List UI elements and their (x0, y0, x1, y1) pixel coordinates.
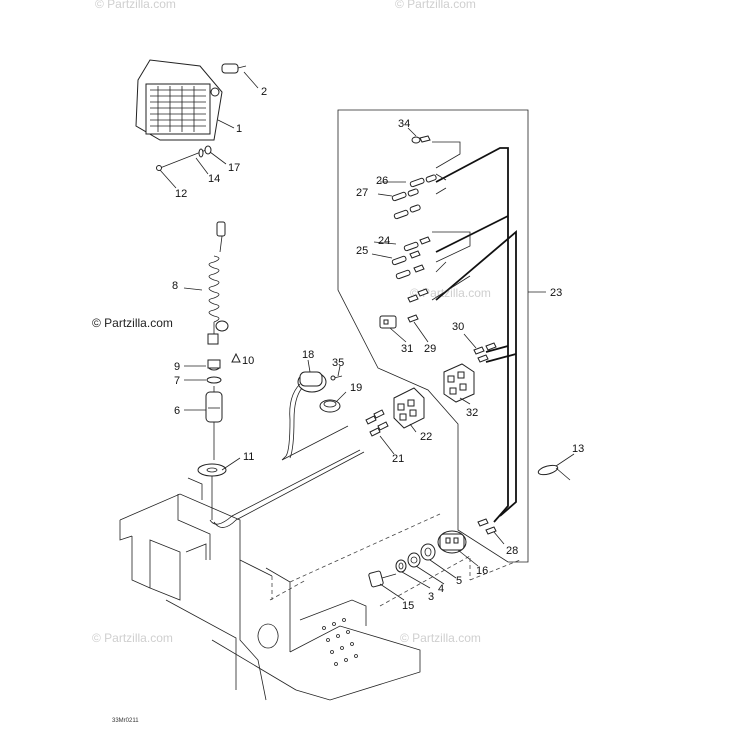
switch-washer (206, 376, 222, 384)
callout-8: 8 (172, 280, 178, 292)
handlebar-switch (281, 371, 349, 461)
switch-nut (207, 359, 221, 371)
coiled-cable (207, 221, 229, 345)
ring-terminal (411, 135, 431, 144)
callout-15: 15 (402, 600, 414, 612)
callout-18: 18 (302, 349, 314, 361)
callout-30: 30 (452, 321, 464, 333)
callout-27: 27 (356, 187, 368, 199)
switch-boot (231, 352, 241, 363)
callout-24: 24 (378, 235, 390, 247)
headlamp (135, 59, 223, 141)
headlamp-bulb (221, 63, 247, 74)
ignition-bezel (420, 543, 436, 561)
watermark-mid: © Partzilla.com (410, 286, 491, 300)
callout-4: 4 (438, 583, 444, 595)
cable-tie (537, 464, 571, 481)
watermark-top: © Partzilla.com (395, 0, 476, 11)
callout-28: 28 (506, 545, 518, 557)
callout-labels: 1 2 3 4 5 6 7 8 9 10 11 12 13 14 15 16 1… (172, 86, 584, 612)
terminals-30 (473, 342, 497, 363)
callout-2: 2 (261, 86, 267, 98)
vehicle-frame (119, 477, 521, 701)
callout-34: 34 (398, 118, 410, 130)
switch-screw (330, 375, 343, 381)
connector-housing-32 (443, 363, 475, 403)
callout-14: 14 (208, 173, 220, 185)
callout-31: 31 (401, 343, 413, 355)
callout-17: 17 (228, 162, 240, 174)
terminal-29 (407, 314, 419, 323)
callout-5: 5 (456, 575, 462, 587)
wire-route (209, 449, 365, 528)
switch-cap (319, 399, 341, 413)
grommet (197, 463, 227, 520)
harness-branch-lines (431, 141, 471, 301)
callout-32: 32 (466, 407, 478, 419)
callout-3: 3 (428, 591, 434, 603)
callout-22: 22 (420, 431, 432, 443)
callout-6: 6 (174, 405, 180, 417)
harness-box (337, 109, 529, 563)
ignition-key (368, 570, 397, 588)
switch-body (205, 386, 223, 460)
harness-wires (435, 147, 517, 523)
callout-16: 16 (476, 565, 488, 577)
callout-25: 25 (356, 245, 368, 257)
ignition-switch (437, 530, 467, 554)
ignition-washer (407, 552, 421, 568)
headlamp-screw (156, 145, 212, 171)
callout-35: 35 (332, 357, 344, 369)
bullet-connectors-lower (391, 236, 431, 280)
callout-19: 19 (350, 382, 362, 394)
callout-29: 29 (424, 343, 436, 355)
leader-lines (159, 71, 575, 601)
terminals-21 (365, 409, 389, 437)
ignition-nut (395, 559, 407, 573)
callout-7: 7 (174, 375, 180, 387)
callout-13: 13 (572, 443, 584, 455)
bullet-connectors-upper (391, 174, 437, 220)
callout-9: 9 (174, 361, 180, 373)
callout-26: 26 (376, 175, 388, 187)
callout-1: 1 (236, 123, 242, 135)
watermark-top-left: © Partzilla.com (95, 0, 176, 11)
callout-11: 11 (243, 451, 254, 463)
terminals-28 (477, 518, 497, 535)
watermark-main: © Partzilla.com (92, 316, 173, 330)
callout-23: 23 (550, 287, 562, 299)
callout-21: 21 (392, 453, 404, 465)
callout-10: 10 (242, 355, 254, 367)
watermark-bottom-left: © Partzilla.com (92, 631, 173, 645)
drawing-code: 33Mr0211 (112, 718, 139, 724)
watermark-bottom-right: © Partzilla.com (400, 631, 481, 645)
spade-terminals (407, 288, 429, 303)
connector-housing (393, 387, 425, 429)
callout-12: 12 (175, 188, 187, 200)
connector-housing-small (379, 315, 397, 329)
